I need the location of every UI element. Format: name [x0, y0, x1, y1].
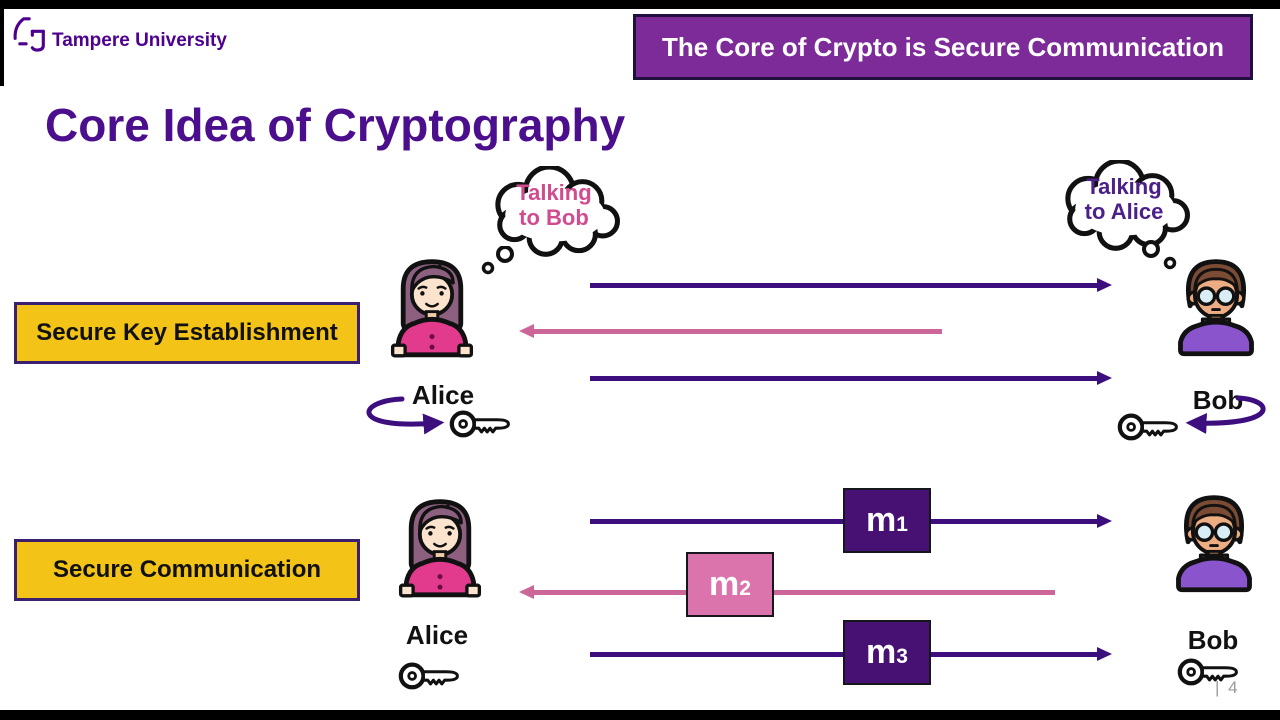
secure-communication-box: Secure Communication [14, 539, 360, 601]
letterbox-left [0, 0, 4, 86]
curved-arrow-icon [1185, 395, 1266, 434]
logo-text: Tampere University [52, 30, 227, 51]
row-label: Secure Key Establishment [36, 319, 338, 346]
bob-thought-bubble: Talking to Alice [1053, 160, 1195, 252]
row-label: Secure Communication [52, 556, 322, 583]
man-avatar-icon [1168, 252, 1264, 373]
letterbox-bottom [0, 710, 1280, 720]
letterbox-top [0, 0, 1280, 9]
key-icon [398, 656, 464, 694]
key-icon [449, 404, 515, 442]
alice-thought-bubble: Talking to Bob [483, 166, 625, 258]
alice-thought-text: Talking to Bob [516, 180, 592, 230]
alice-label: Alice [411, 380, 475, 410]
woman-avatar-icon [392, 494, 488, 615]
bob-label: Bob [1192, 385, 1244, 415]
key-exchange-arrow-right-2 [590, 371, 1112, 386]
banner-label: The Core of Crypto is Secure Communicati… [662, 31, 1224, 62]
secure-key-establishment-box: Secure Key Establishment [14, 302, 360, 364]
key-exchange-arrow-left [519, 324, 942, 339]
woman-avatar-icon [384, 254, 480, 375]
bob-label: Bob [1187, 625, 1239, 655]
alice-label: Alice [405, 620, 469, 650]
thought-trail-icon [1142, 240, 1177, 270]
man-avatar-icon [1166, 488, 1262, 609]
key-icon [1117, 407, 1183, 445]
curved-arrow-icon [366, 396, 445, 435]
logo-mark-icon [13, 17, 45, 52]
page-number: | 4 [1215, 678, 1240, 697]
bob-thought-text: Talking to Alice [1084, 174, 1164, 224]
page-title: Core Idea of Cryptography [45, 99, 626, 151]
key-exchange-arrow-right-1 [590, 278, 1112, 293]
message-arrow-m2 [519, 585, 1055, 600]
banner: The Core of Crypto is Secure Communicati… [633, 14, 1253, 80]
tampere-university-logo-icon [12, 16, 48, 56]
thought-trail-icon [481, 246, 514, 275]
